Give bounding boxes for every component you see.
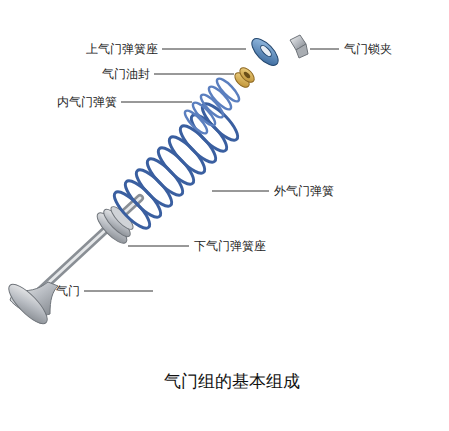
- part-label: 下气门弹簧座: [194, 239, 266, 253]
- upper-spring-seat: [247, 34, 282, 70]
- caption: 气门组的基本组成: [164, 371, 300, 391]
- lower-spring-seat: [93, 204, 136, 248]
- part-label: 外气门弹簧: [274, 184, 334, 198]
- part-label: 气门油封: [102, 67, 150, 81]
- part-label: 气门: [56, 284, 80, 298]
- part-label: 上气门弹簧座: [86, 42, 158, 56]
- inner-spring: [182, 76, 242, 137]
- valve-face: [3, 279, 52, 329]
- part-label: 气门锁夹: [344, 42, 392, 56]
- leader-lines: [84, 49, 339, 291]
- part-label: 内气门弹簧: [57, 95, 117, 109]
- valve-locks: [290, 35, 308, 58]
- valve-oil-seal: [232, 65, 257, 90]
- outer-spring: [110, 99, 243, 233]
